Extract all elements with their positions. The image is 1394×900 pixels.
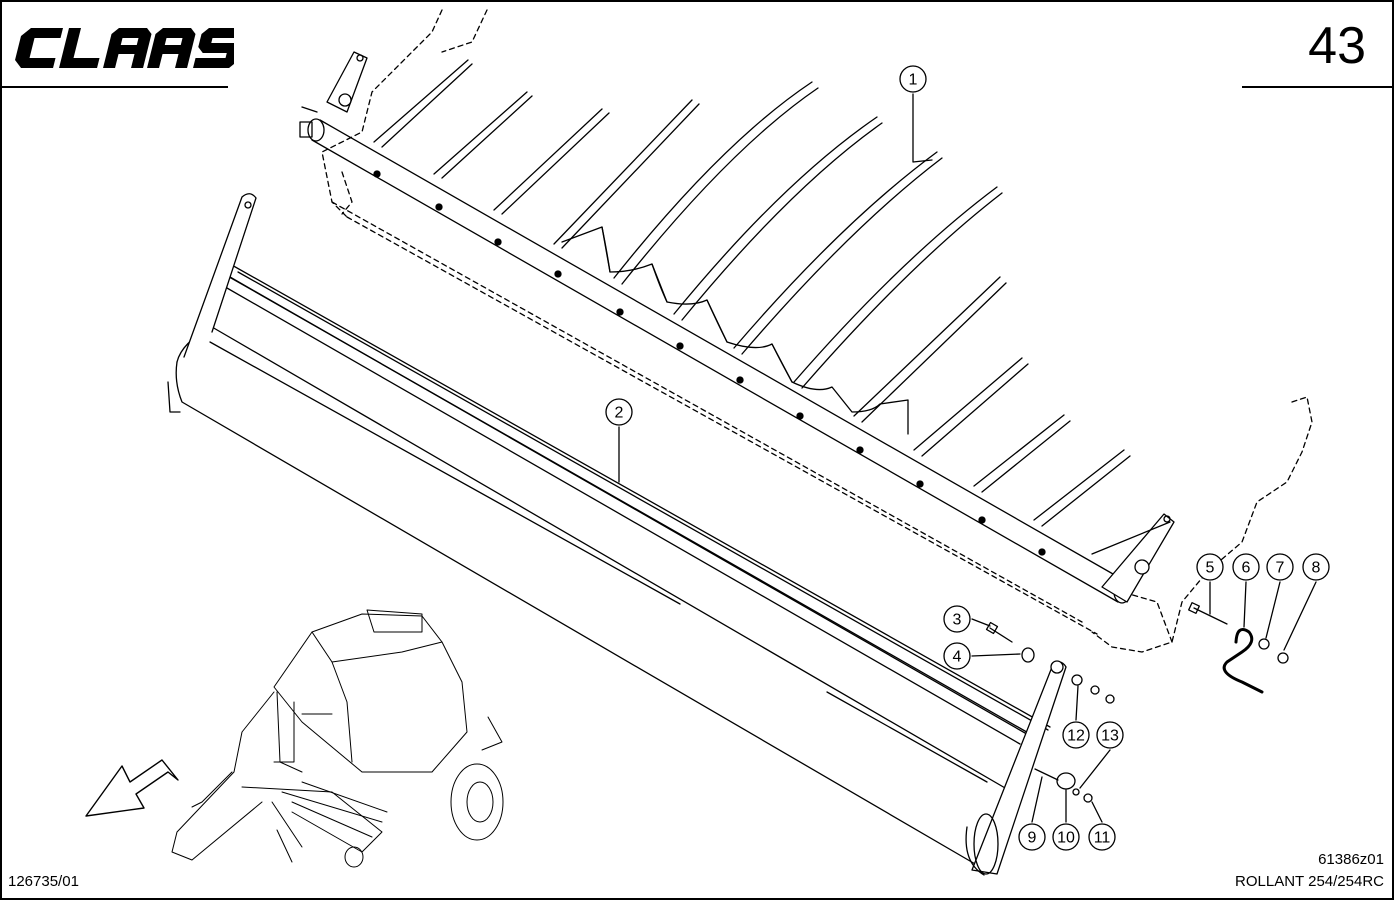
frame-outline-left	[321, 9, 1098, 635]
guide-plates	[561, 226, 909, 435]
callout-13	[1096, 721, 1124, 749]
callout-13-label: 13	[1101, 728, 1119, 745]
travel-direction-arrow	[85, 759, 179, 817]
callout-1-label: 1	[909, 72, 918, 89]
callout-10	[1052, 823, 1080, 851]
callout-3	[943, 605, 971, 633]
callout-6	[1232, 553, 1260, 581]
callout-9-label: 9	[1028, 830, 1037, 847]
callout-7-label: 7	[1276, 560, 1285, 577]
callout-10-label: 10	[1057, 830, 1075, 847]
callout-2	[605, 398, 633, 426]
callout-8	[1302, 553, 1330, 581]
callout-5-label: 5	[1206, 560, 1215, 577]
callout-5	[1196, 553, 1224, 581]
callout-9	[1018, 823, 1046, 851]
document-number: 126735/01	[8, 873, 79, 890]
callout-3-label: 3	[953, 612, 962, 629]
tines	[373, 59, 1171, 555]
callout-11-label: 11	[1094, 830, 1111, 847]
model-name: ROLLANT 254/254RC	[1235, 873, 1384, 890]
callout-12	[1062, 721, 1090, 749]
callout-7	[1266, 553, 1294, 581]
hardware	[985, 602, 1289, 803]
callout-12-label: 12	[1067, 728, 1085, 745]
drawing-reference: 61386z01	[1318, 851, 1384, 868]
callouts	[605, 65, 1330, 851]
claas-logo	[15, 28, 234, 68]
tine-bar-assembly	[299, 51, 1175, 604]
wind-guard-roller	[167, 193, 1067, 876]
callout-1	[899, 65, 927, 93]
callout-2-label: 2	[615, 405, 624, 422]
page-number: 43	[1308, 17, 1366, 75]
header-rule-left	[2, 86, 228, 88]
leader-lines	[618, 93, 1317, 823]
frame-outline-right	[1091, 396, 1313, 653]
header-rule-right	[1242, 86, 1392, 88]
callout-6-label: 6	[1242, 560, 1251, 577]
callout-8-label: 8	[1312, 560, 1321, 577]
callout-4-label: 4	[953, 649, 962, 666]
callout-11	[1088, 823, 1116, 851]
callout-4	[943, 642, 971, 670]
baler-overview-sketch	[171, 609, 504, 868]
